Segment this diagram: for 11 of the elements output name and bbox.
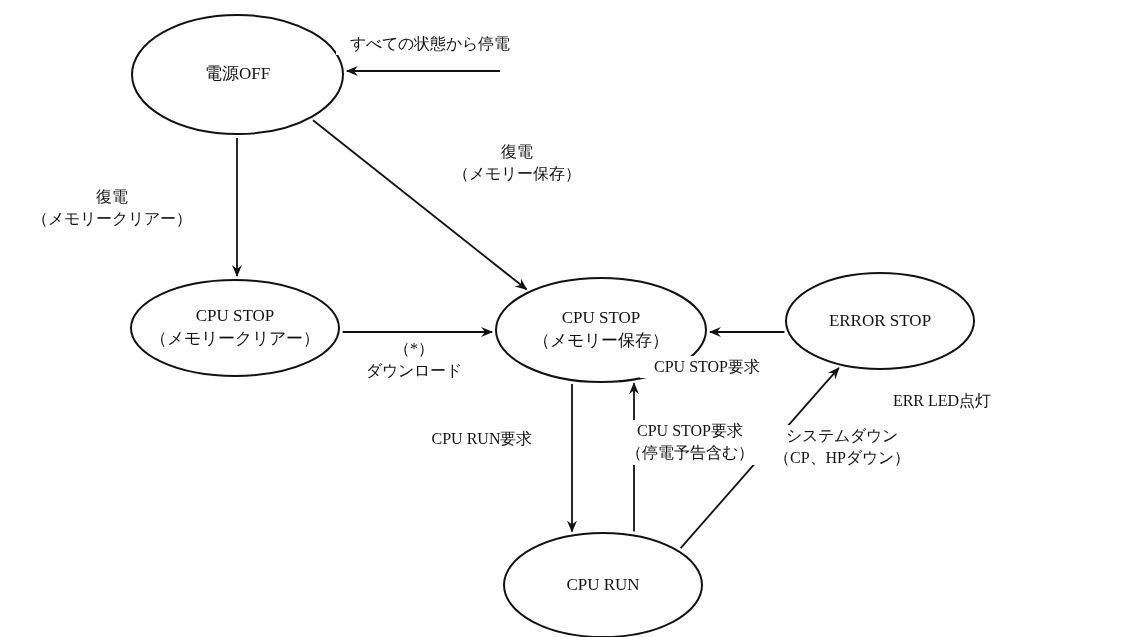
arrow: [345, 66, 501, 76]
arrow: [708, 327, 786, 337]
state-label: CPU RUN: [565, 573, 641, 596]
state-label: CPU STOP（メモリー保存）: [532, 307, 670, 352]
state-label: CPU STOP（メモリークリアー）: [149, 305, 321, 350]
arrow: [312, 119, 528, 291]
state-label: 電源OFF: [203, 63, 272, 86]
arrow: [341, 327, 494, 337]
arrow: [567, 383, 577, 533]
arrow: [232, 137, 242, 277]
state-label: ERROR STOP: [827, 309, 933, 332]
